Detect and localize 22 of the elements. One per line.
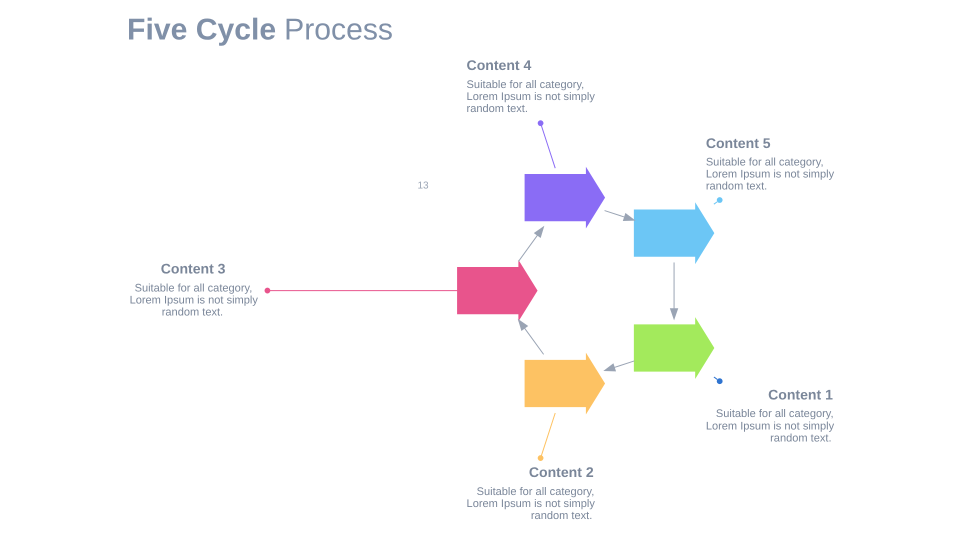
connector xyxy=(538,412,556,461)
connector xyxy=(714,197,723,205)
label: 13 xyxy=(417,180,429,192)
arrow xyxy=(518,226,544,262)
arrow xyxy=(670,262,678,320)
node-arrow xyxy=(524,352,606,414)
arrow xyxy=(603,360,634,372)
node-text: Content 3 Suitable for all category, Lorem Ipsum is not simply random text. xyxy=(130,260,258,319)
node-arrow xyxy=(634,317,714,379)
diagram-title: Five Cycle Process xyxy=(127,13,393,46)
connector xyxy=(538,120,556,168)
connector xyxy=(264,288,458,294)
node-text: Content 2 Suitable for all category, Lorem Ipsum is not simply random text. xyxy=(466,464,595,522)
node-text: Content 5 Suitable for all category, Lorem Ipsum is not simply random text. xyxy=(706,134,834,193)
connector xyxy=(714,376,723,384)
node-arrow xyxy=(524,166,606,229)
node-arrow xyxy=(634,202,714,264)
arrow xyxy=(518,318,544,355)
node-arrow xyxy=(457,260,538,322)
node-text: Content 1 Suitable for all category, Lorem Ipsum is not simply random text. xyxy=(706,386,834,444)
node-text: Content 4 Suitable for all category, Lorem Ipsum is not simply random text. xyxy=(466,57,595,116)
arrow xyxy=(604,210,636,221)
